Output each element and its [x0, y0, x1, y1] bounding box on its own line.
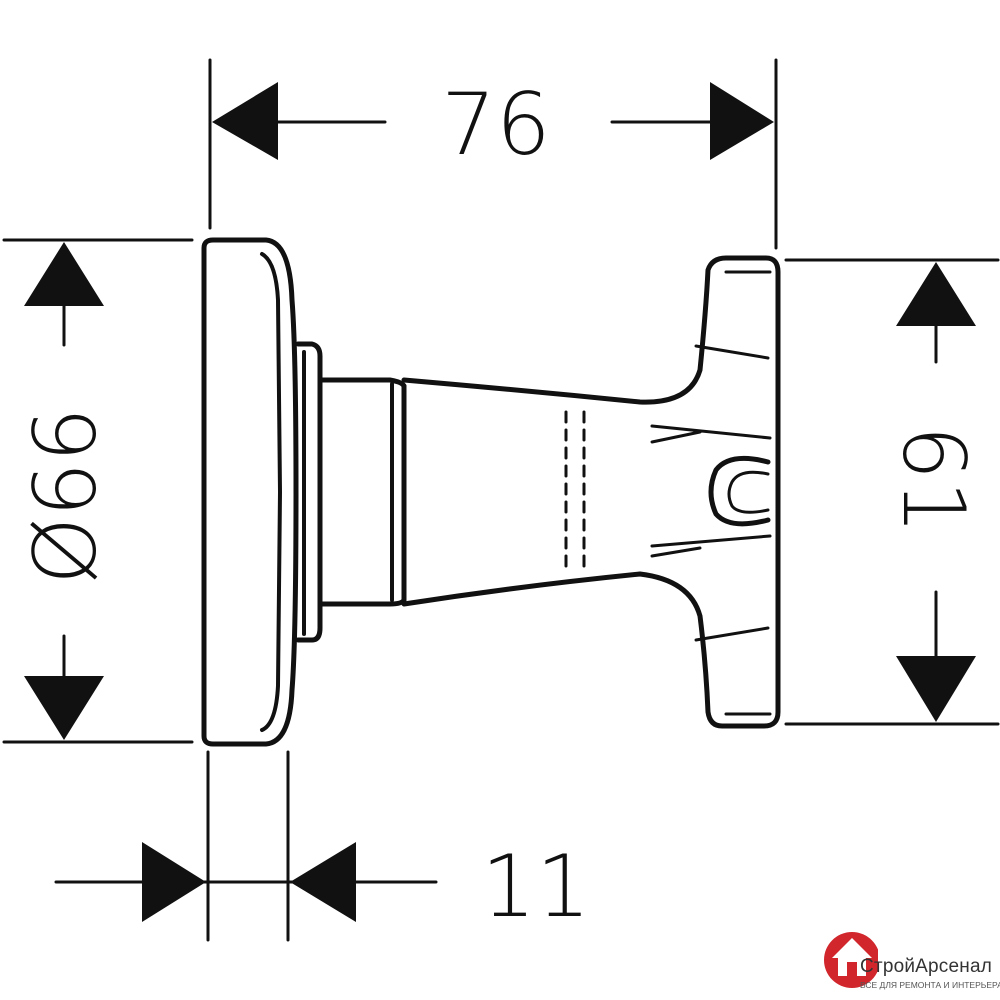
brand-logo: СтройАрсенал ВСЕ ДЛЯ РЕМОНТА И ИНТЕРЬЕРА: [818, 918, 1000, 998]
dimension-61-label: 61: [883, 425, 983, 534]
arrow-down-icon: [896, 656, 976, 722]
collar: [295, 341, 323, 643]
rosette-plate: [201, 237, 299, 747]
brand-tagline: ВСЕ ДЛЯ РЕМОНТА И ИНТЕРЬЕРА: [860, 980, 1000, 990]
arrow-down-icon: [24, 676, 104, 740]
handle-body: [401, 255, 781, 729]
dimension-diameter-label: Ø66: [16, 407, 116, 584]
dimension-61: [784, 258, 1000, 726]
dimension-11-label: 11: [481, 837, 590, 937]
house-logo-icon: [824, 932, 878, 988]
arrow-up-icon: [24, 242, 104, 306]
arrow-right-icon: [710, 82, 774, 160]
dimension-76: [208, 58, 778, 250]
oval-slot: [708, 455, 771, 527]
brand-name: СтройАрсенал: [860, 956, 993, 977]
dimension-76-label: 76: [441, 75, 550, 175]
valve-handle-drawing: [201, 237, 781, 747]
dimension-diameter-66: [2, 238, 194, 744]
arrow-left-icon: [290, 842, 356, 922]
arrow-right-icon: [142, 842, 206, 922]
arrow-left-icon: [212, 82, 278, 160]
arrow-up-icon: [896, 262, 976, 326]
dimension-11: [54, 750, 438, 942]
